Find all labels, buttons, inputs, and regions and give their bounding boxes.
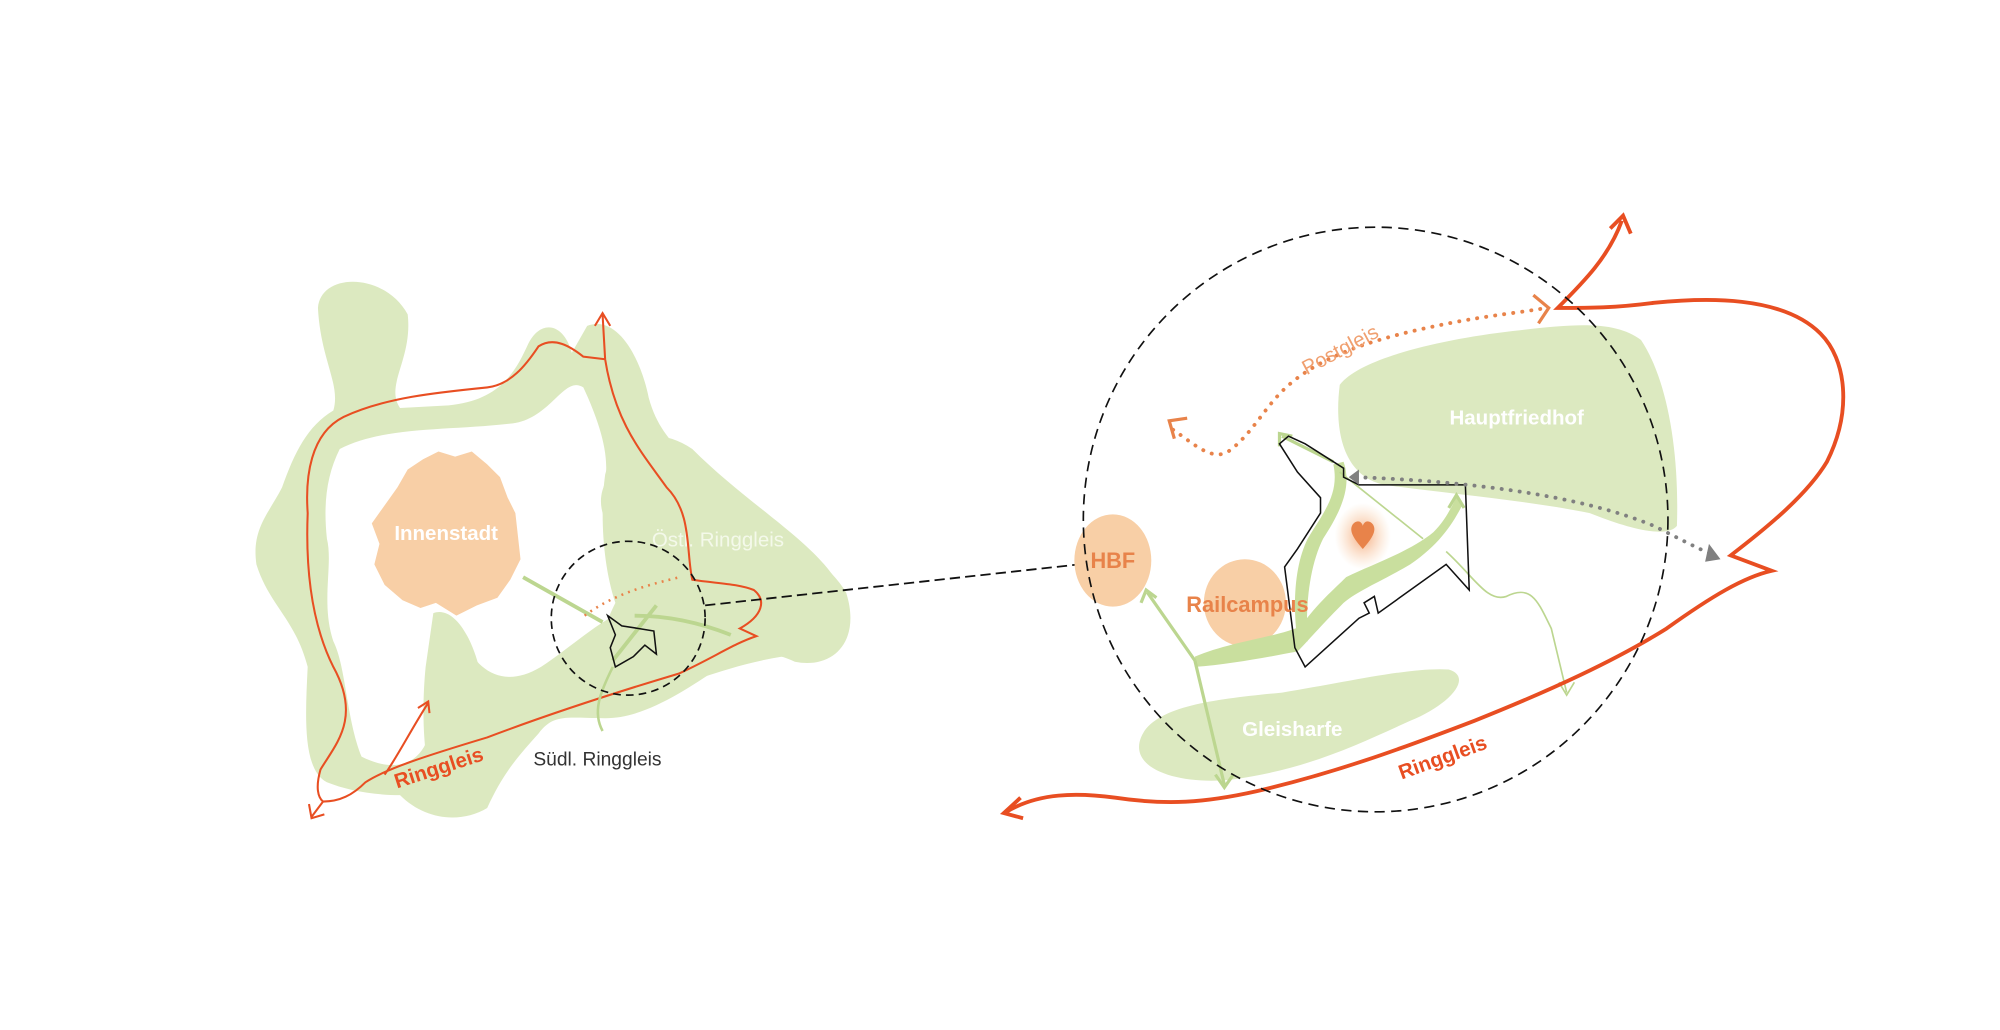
innenstadt-area	[371, 451, 521, 616]
gray-arrow-start-icon	[1348, 469, 1359, 485]
ringgleis-label-detail: Ringgleis	[1395, 731, 1490, 784]
site-outline	[1278, 435, 1471, 669]
hbf-label: HBF	[1090, 548, 1135, 573]
ringgleis-arrow-left-icon	[999, 796, 1024, 821]
ringgleis-arrow-up-icon	[1608, 212, 1633, 235]
green-path-thin	[596, 666, 614, 732]
zoom-connector-line	[705, 563, 1080, 607]
gray-arrow-end-icon	[1705, 543, 1721, 562]
ringgleis-arrow-top-icon	[593, 311, 612, 327]
heart-icon	[1351, 521, 1375, 549]
green-link-paths	[1146, 434, 1335, 786]
west-green-corridor	[1294, 461, 1347, 642]
oestl-ringgleis-label: Östl. Ringgleis	[652, 528, 784, 551]
hauptfriedhof-area	[1338, 325, 1678, 532]
suedl-green-strip	[423, 611, 485, 808]
suedl-ringgleis-label: Südl. Ringgleis	[533, 750, 661, 771]
postgleis-arrow-end-icon	[1532, 293, 1551, 325]
hbf-area	[1074, 514, 1152, 607]
ringgleis-line-detail	[1005, 220, 1846, 814]
railcampus-label: Railcampus	[1186, 592, 1308, 617]
green-path-overview	[522, 575, 732, 662]
railcampus-area	[1203, 559, 1286, 647]
focus-circle-detail	[1082, 226, 1669, 813]
main-green-corridor	[1194, 497, 1462, 667]
hauptfriedhof-label: Hauptfriedhof	[1449, 407, 1584, 430]
gleisharfe-label: Gleisharfe	[1242, 718, 1342, 741]
ringgleis-arrow-bottom-icon	[307, 803, 325, 820]
gray-dotted-connection	[1354, 475, 1714, 557]
postgleis-dotted-line	[1171, 306, 1549, 457]
ringgleis-branch	[383, 699, 431, 776]
east-green-area	[594, 435, 848, 712]
site-outline-overview	[605, 613, 658, 669]
detail-map: Postgleis Hauptfriedhof Gleisharfe HBF R…	[999, 212, 1846, 821]
postgleis-arrow-start-icon	[1167, 416, 1188, 440]
overview-map: Innenstadt Östl. Ringgleis Ringgleis Süd…	[255, 281, 851, 820]
gleisharfe-area	[1139, 669, 1460, 781]
focus-circle-overview	[550, 540, 706, 696]
innenstadt-label: Innenstadt	[394, 522, 498, 545]
green-arrows-icon	[1139, 431, 1466, 791]
ringgleis-line-overview	[306, 314, 763, 818]
